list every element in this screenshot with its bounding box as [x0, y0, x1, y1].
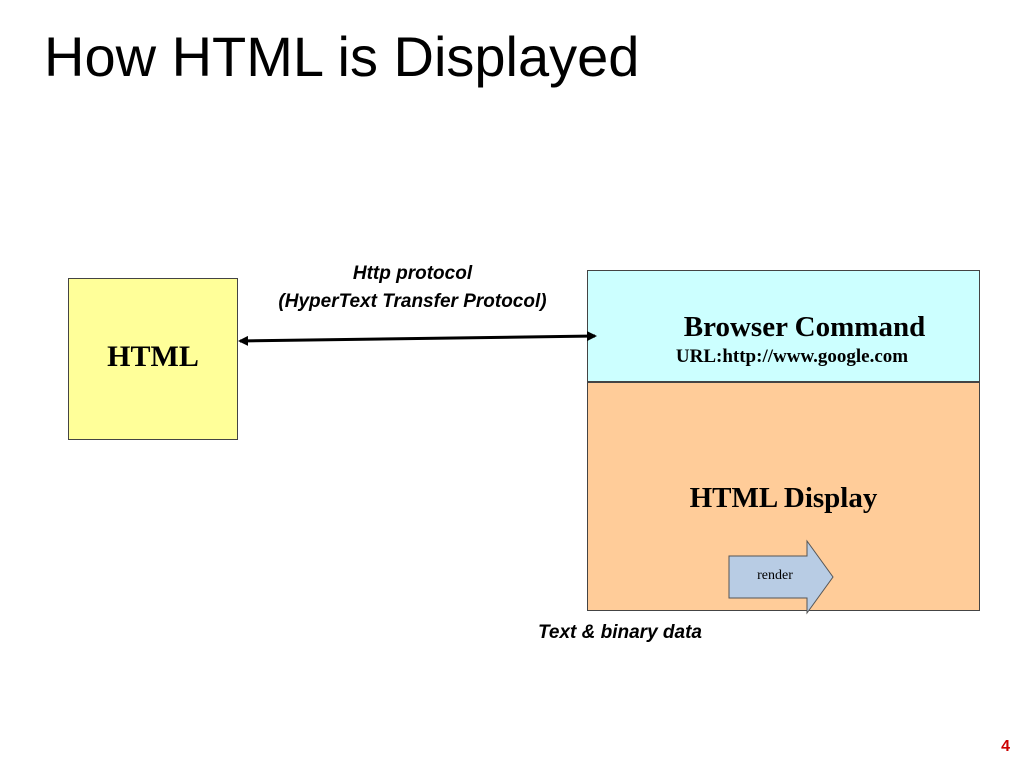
html-server-box	[68, 278, 238, 440]
render-arrow-shape	[728, 539, 834, 615]
url-text: URL:http://www.google.com	[675, 346, 909, 367]
html-server-label: HTML	[107, 340, 199, 373]
protocol-label: Http protocol	[352, 263, 473, 284]
page-title: How HTML is Displayed	[44, 25, 640, 88]
browser-command-title: Browser Command	[683, 311, 926, 343]
browser-command-panel	[587, 270, 980, 382]
http-double-arrow	[238, 331, 597, 346]
render-label: render	[757, 568, 793, 583]
data-type-label: Text & binary data	[537, 622, 702, 643]
protocol-full-name: (HyperText Transfer Protocol)	[278, 291, 547, 312]
page-number: 4	[1001, 738, 1010, 755]
html-display-title: HTML Display	[689, 482, 878, 514]
